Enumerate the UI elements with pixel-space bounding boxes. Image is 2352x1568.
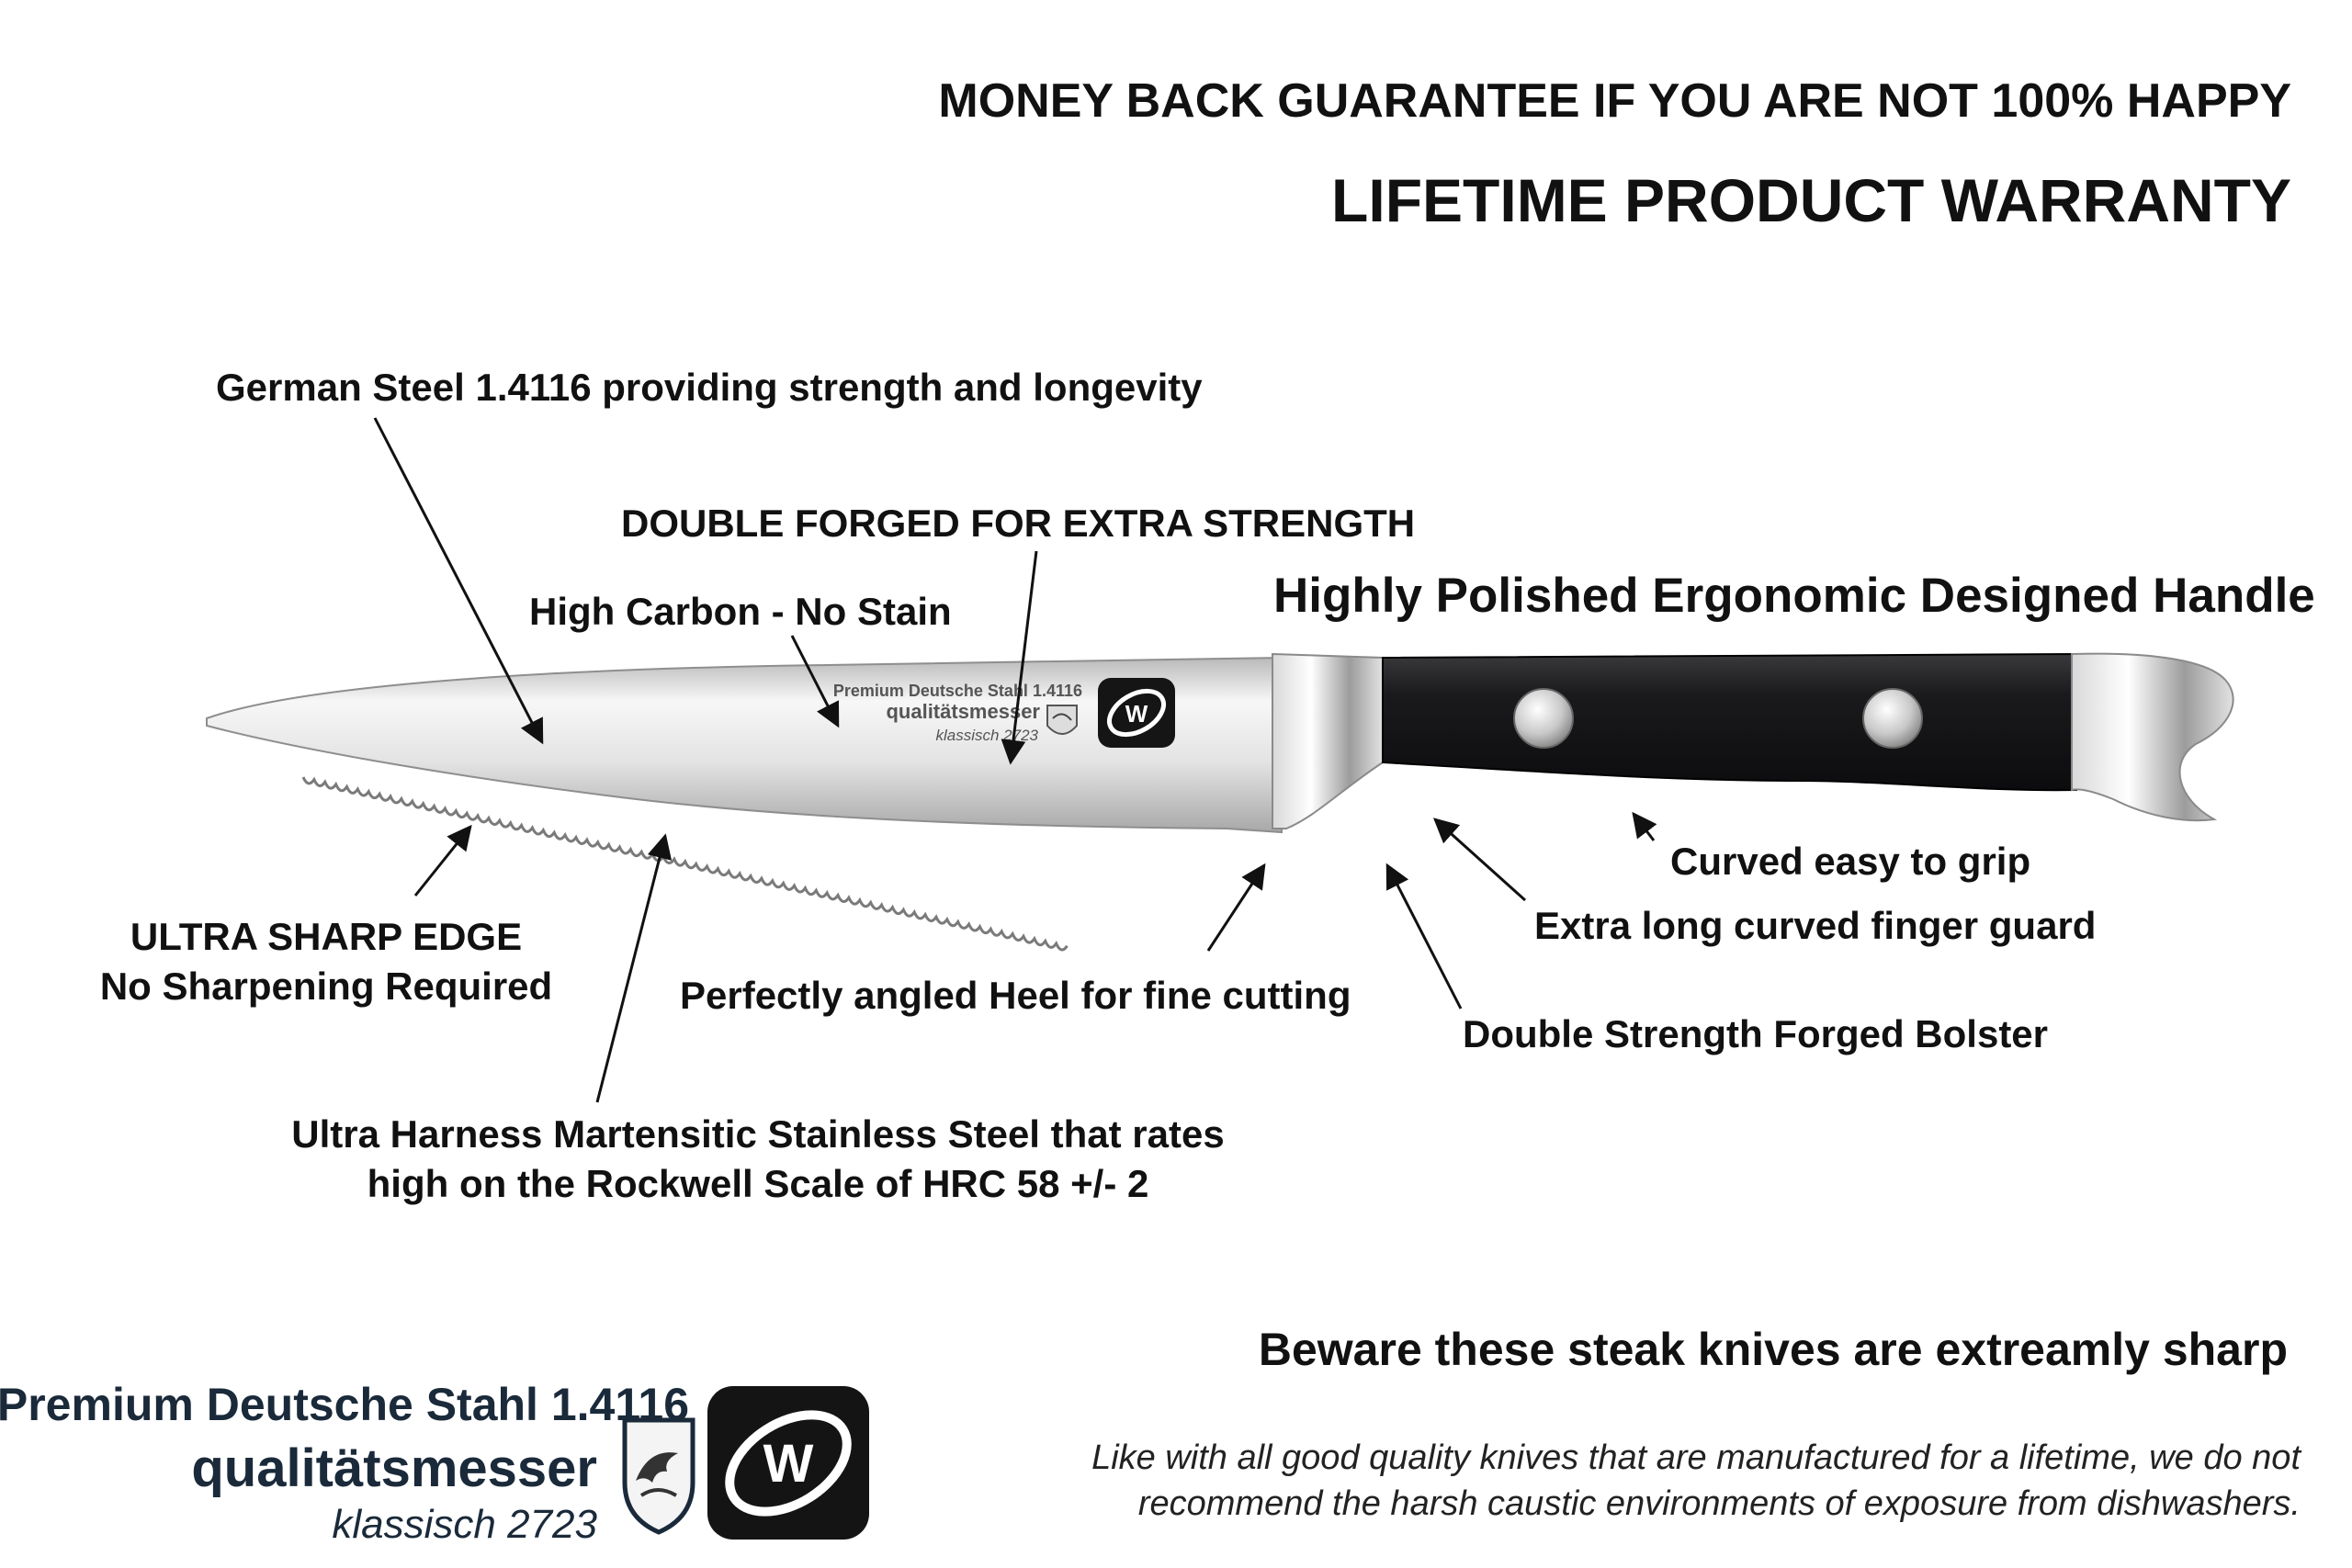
- blade-eagle-shield-icon: [1046, 705, 1078, 735]
- beware-warning: Beware these steak knives are extreamly …: [1258, 1324, 2288, 1375]
- blade-etch-line1: Premium Deutsche Stahl 1.4116: [833, 682, 1082, 700]
- logo-line3: klassisch 2723: [332, 1502, 597, 1547]
- arrow-german-steel: [373, 417, 544, 745]
- handle: [1382, 652, 2077, 792]
- dishwasher-note-line2: recommend the harsh caustic environments…: [1137, 1484, 2301, 1523]
- blade-w-logo-icon: W: [1098, 678, 1175, 748]
- label-heel: Perfectly angled Heel for fine cutting: [680, 974, 1351, 1017]
- blade: [206, 656, 1283, 834]
- brand-logo: Premium Deutsche Stahl 1.4116 qualitätsm…: [0, 1249, 900, 1552]
- label-handle: Highly Polished Ergonomic Designed Handl…: [1273, 569, 2315, 623]
- label-sharp-edge: ULTRA SHARP EDGE No Sharpening Required: [83, 912, 570, 1011]
- arrow-curved-grip: [1632, 811, 1657, 841]
- guarantee-heading: MONEY BACK GUARANTEE IF YOU ARE NOT 100%…: [938, 74, 2291, 128]
- blade-etch-line3: klassisch 2723: [935, 727, 1038, 744]
- label-double-forged: DOUBLE FORGED FOR EXTRA STRENGTH: [621, 502, 1416, 545]
- label-martensitic-line1: Ultra Harness Martensitic Stainless Stee…: [291, 1112, 1225, 1156]
- label-bolster: Double Strength Forged Bolster: [1463, 1012, 2049, 1055]
- arrow-bolster: [1385, 863, 1463, 1010]
- label-sharp-edge-line2: No Sharpening Required: [99, 964, 553, 1008]
- rivet-2: [1862, 688, 1923, 749]
- dishwasher-note-line1: Like with all good quality knives that a…: [1091, 1438, 2301, 1477]
- label-german-steel: German Steel 1.4116 providing strength a…: [216, 366, 1203, 409]
- eagle-shield-icon: [622, 1417, 695, 1535]
- handle-end-cap: [2071, 652, 2234, 822]
- serrated-edge: [301, 776, 1069, 952]
- arrow-high-carbon: [790, 635, 840, 728]
- svg-text:W: W: [1125, 700, 1148, 728]
- label-sharp-edge-line1: ULTRA SHARP EDGE: [130, 915, 523, 958]
- dishwasher-note: Like with all good quality knives that a…: [1091, 1435, 2301, 1527]
- label-martensitic-line2: high on the Rockwell Scale of HRC 58 +/-…: [367, 1162, 1149, 1205]
- label-curved-grip: Curved easy to grip: [1670, 840, 2031, 883]
- arrow-sharp-edge: [413, 824, 472, 897]
- warranty-heading: LIFETIME PRODUCT WARRANTY: [1331, 166, 2291, 234]
- rivet-1: [1513, 688, 1574, 749]
- arrow-double-forged: [1001, 550, 1038, 765]
- label-martensitic: Ultra Harness Martensitic Stainless Stee…: [248, 1110, 1268, 1209]
- svg-text:W: W: [763, 1434, 814, 1494]
- bolster: [1272, 652, 1384, 829]
- arrow-martensitic: [595, 833, 673, 1103]
- logo-line1: Premium Deutsche Stahl 1.4116: [0, 1379, 689, 1430]
- arrow-finger-guard: [1432, 818, 1527, 902]
- arrow-heel: [1206, 863, 1266, 952]
- w-logo-icon: W: [707, 1386, 869, 1540]
- label-high-carbon: High Carbon - No Stain: [529, 590, 952, 633]
- logo-line2: qualitätsmesser: [191, 1438, 597, 1498]
- label-finger-guard: Extra long curved finger guard: [1534, 904, 2097, 947]
